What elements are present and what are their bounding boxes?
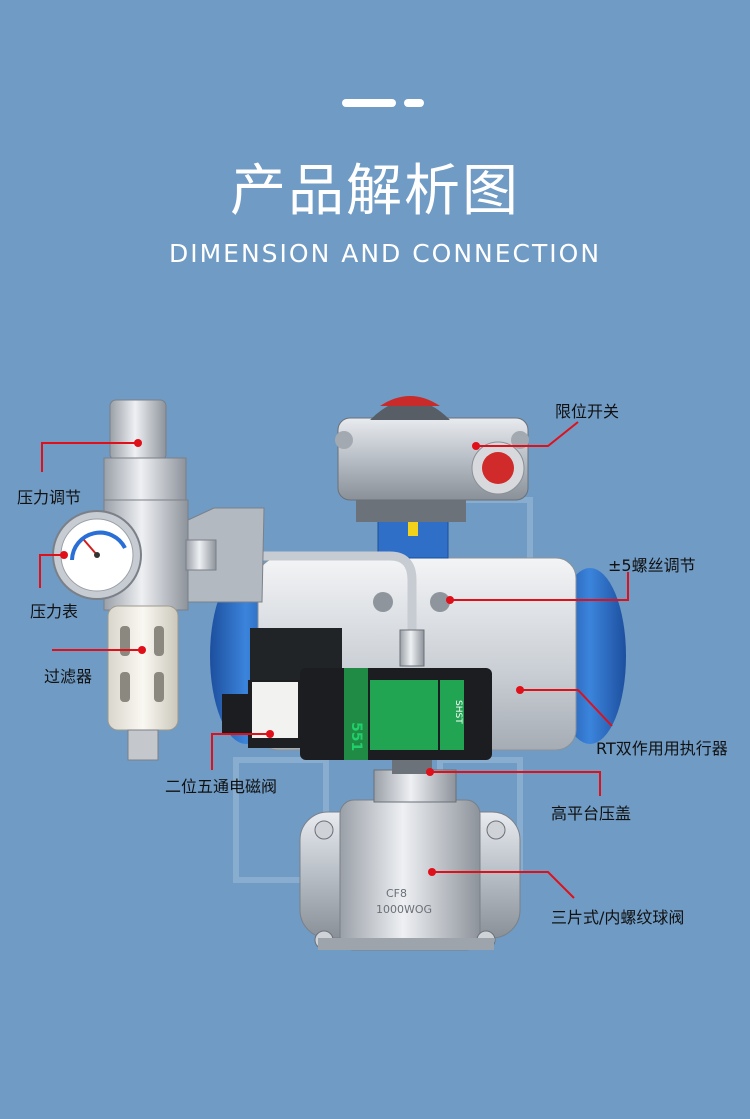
valve-material-mark: CF8 (386, 887, 407, 900)
air-pipe (196, 551, 417, 660)
callout-line-bracket (430, 771, 601, 796)
callout-line-limit-switch (476, 421, 579, 447)
callout-dot-pressure-gauge (60, 551, 68, 559)
label-ball-valve: 三片式/内螺纹球阀 (551, 908, 685, 927)
label-pressure-regulator: 压力调节 (17, 488, 82, 507)
callout-line-ball-valve (432, 871, 575, 899)
label-solenoid-valve: 二位五通电磁阀 (165, 777, 278, 796)
page-subtitle: DIMENSION AND CONNECTION (168, 239, 602, 268)
callout-dot-limit-switch (472, 442, 480, 450)
callout-line-actuator (520, 689, 613, 727)
label-filter: 过滤器 (44, 667, 93, 686)
filter-regulator (52, 399, 217, 761)
callout-line-pressure-gauge (39, 554, 64, 588)
callout-lines (39, 421, 629, 899)
label-actuator: RT双作用用执行器 (596, 739, 728, 758)
accent-bar-long (342, 99, 396, 107)
ball-valve: CF8 1000WOG (299, 752, 521, 951)
callout-dot-bracket (426, 768, 434, 776)
callout-dot-solenoid (266, 730, 274, 738)
label-limit-switch: 限位开关 (555, 402, 620, 421)
accent-bar-short (404, 99, 424, 107)
valve-pressure-mark: 1000WOG (376, 903, 432, 916)
solenoid-valve: 551 SHST (222, 628, 492, 760)
callout-dot-filter (138, 646, 146, 654)
solenoid-brand-mark: SHST (453, 700, 463, 724)
label-bracket: 高平台压盖 (551, 804, 632, 823)
callout-dot-ball-valve (428, 868, 436, 876)
callout-dot-actuator (516, 686, 524, 694)
limit-switch (335, 396, 529, 522)
callout-line-pressure-regulator (41, 442, 138, 472)
callout-dot-screw-adjust (446, 596, 454, 604)
page-title: 产品解析图 (230, 159, 520, 224)
solenoid-model-mark: 551 (348, 722, 364, 751)
callout-line-screw-adjust (450, 572, 629, 601)
callout-dot-pressure-regulator (134, 439, 142, 447)
label-screw-adjust: ±5螺丝调节 (608, 556, 696, 575)
callout-line-solenoid (211, 733, 270, 770)
label-pressure-gauge: 压力表 (30, 602, 79, 621)
